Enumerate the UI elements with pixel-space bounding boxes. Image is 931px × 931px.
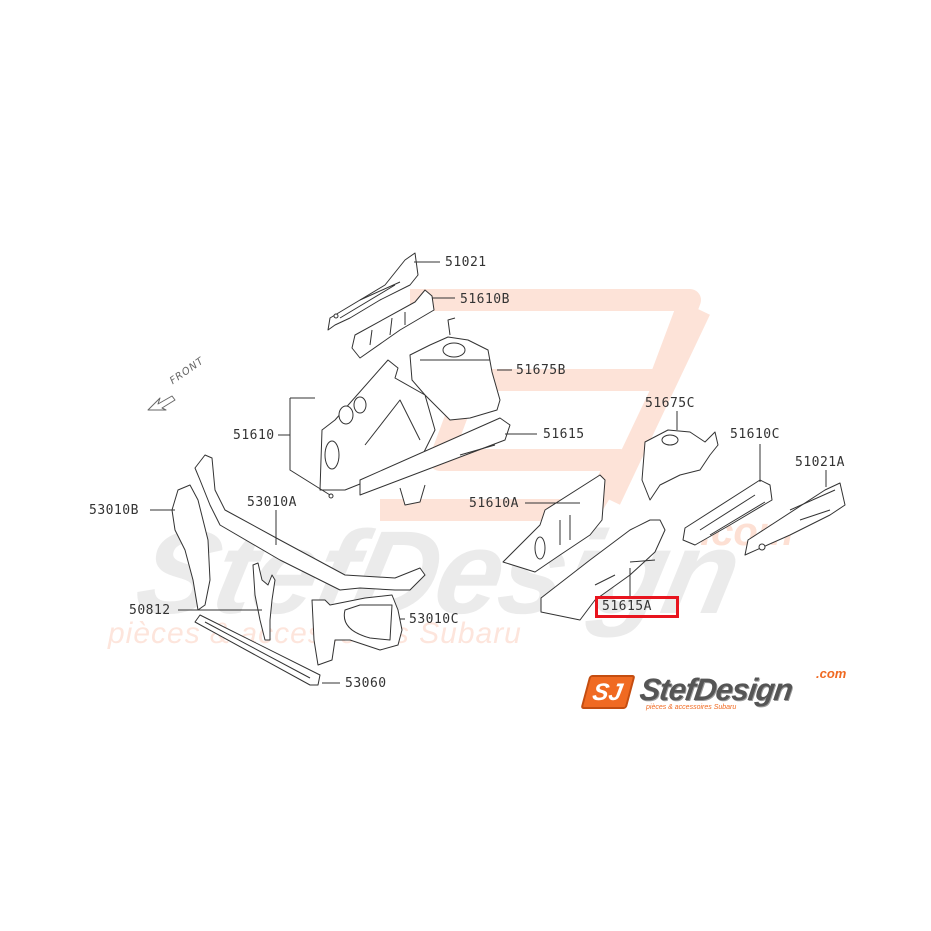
part-label-51675B[interactable]: 51675B [516,363,566,378]
part-label-51021[interactable]: 51021 [445,255,487,270]
part-51610C-drawing [682,479,773,546]
part-51675B-drawing [409,317,501,421]
part-51610B-drawing [351,289,435,359]
part-51610A-drawing [502,474,606,573]
highlight-box-51615A [595,596,679,618]
front-arrow-icon [147,395,176,411]
part-label-51610[interactable]: 51610 [233,428,275,443]
part-label-50812[interactable]: 50812 [129,603,171,618]
part-51021-drawing [327,252,419,331]
part-50812-drawing [252,562,276,641]
logo-tagline: pièces & accessoires Subaru [646,704,737,711]
part-53010B-drawing [171,484,211,611]
logo-com: .com [816,666,847,681]
part-label-53010C[interactable]: 53010C [409,612,459,627]
part-label-51675C[interactable]: 51675C [645,396,695,411]
stefdesign-logo: SJ StefDesign .com pièces & accessoires … [580,666,850,716]
logo-name: StefDesign [637,672,795,707]
part-label-51615[interactable]: 51615 [543,427,585,442]
part-label-53010A[interactable]: 53010A [247,495,297,510]
logo-badge: SJ [580,675,636,709]
part-label-51610A[interactable]: 51610A [469,496,519,511]
part-53060-drawing [194,614,321,686]
part-51615A-drawing [540,519,666,621]
part-label-51610C[interactable]: 51610C [730,427,780,442]
part-label-51615A[interactable]: 51615A [602,599,652,614]
part-label-53060[interactable]: 53060 [345,676,387,691]
part-51615-drawing [359,417,511,506]
part-51675C-drawing [641,429,719,501]
part-51610-drawing [319,359,436,499]
part-label-51610B[interactable]: 51610B [460,292,510,307]
part-53010C-drawing [311,594,403,666]
part-label-51021A[interactable]: 51021A [795,455,845,470]
part-label-53010B[interactable]: 53010B [89,503,139,518]
part-51021A-drawing [744,482,846,556]
part-53010A-drawing [194,454,426,591]
